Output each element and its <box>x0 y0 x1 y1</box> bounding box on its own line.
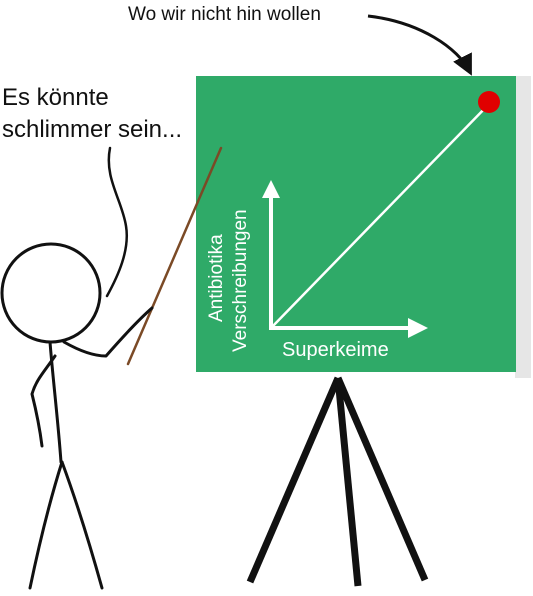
figure-arm-left <box>30 354 57 448</box>
y-axis-label-line-2: Verschreibungen <box>230 209 251 352</box>
figure-body <box>48 340 63 464</box>
pointer-stick <box>126 146 223 366</box>
target-point <box>478 91 500 113</box>
figure-leg-left <box>28 460 64 590</box>
speech-line-2: schlimmer sein... <box>2 116 183 143</box>
easel-leg-right <box>334 376 429 582</box>
annotation-arrow <box>367 14 472 76</box>
easel-legs <box>246 376 429 587</box>
board-shadow <box>515 76 531 378</box>
figure-leg-right <box>60 460 104 590</box>
y-axis-arrowhead <box>262 180 280 198</box>
stick-figure <box>0 242 154 590</box>
x-axis-arrowhead <box>408 318 428 338</box>
green-board <box>196 76 516 372</box>
speech-text: Es könnte schlimmer sein... <box>2 82 182 146</box>
chart-axes <box>262 180 428 338</box>
easel-leg-left <box>246 376 342 584</box>
speech-tail <box>105 146 129 298</box>
figure-head <box>0 242 102 344</box>
figure-arm-right <box>62 306 154 358</box>
y-axis-label-line-1: Antibiotika <box>206 234 227 322</box>
speech-line-1: Es könnte <box>2 84 109 111</box>
trend-line <box>270 102 491 329</box>
annotation-text: Wo wir nicht hin wollen <box>128 4 321 25</box>
x-axis-label: Superkeime <box>282 339 389 361</box>
easel-leg-middle <box>334 377 362 587</box>
